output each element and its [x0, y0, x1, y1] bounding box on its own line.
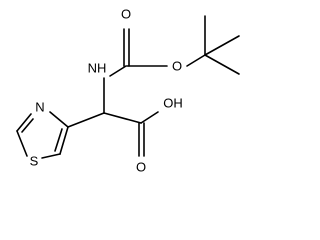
bond-ester-o-to-tbu [186, 54, 206, 67]
bond-n3-to-c2-double [21, 118, 34, 133]
bond-tbu-methyl-right [204, 35, 240, 56]
atom-label-o-boc-carbonyl: O [121, 6, 131, 21]
bond-tbu-methyl-down [204, 54, 240, 75]
atom-label-nh: NH [88, 60, 107, 75]
bond-c5-to-c4 [59, 126, 69, 155]
bond-c5-to-c4-double [54, 128, 63, 152]
bond-nh-to-boc-carbon [109, 65, 127, 77]
atom-label-s-ring: S [30, 153, 39, 168]
atom-label-o-boc-ester: O [172, 58, 182, 73]
thiazole-ring [16, 111, 69, 159]
amino-acid-backbone [67, 77, 159, 157]
bond-alpha-to-acid-carbon [103, 112, 142, 124]
bond-c4-to-n3 [49, 111, 69, 128]
structure-diagram: O O NH O OH N S [16, 6, 240, 174]
bond-s1-to-c5 [41, 153, 61, 159]
bond-alpha-to-ring [67, 112, 105, 128]
bond-acid-to-oh [140, 111, 159, 124]
atom-label-n-ring: N [35, 99, 44, 114]
atom-label-o-acid-carbonyl: O [136, 159, 146, 174]
atom-label-oh: OH [163, 95, 183, 110]
bond-n3-to-c2 [16, 113, 32, 132]
boc-group [109, 15, 240, 77]
bond-c2-to-s1 [16, 130, 28, 157]
